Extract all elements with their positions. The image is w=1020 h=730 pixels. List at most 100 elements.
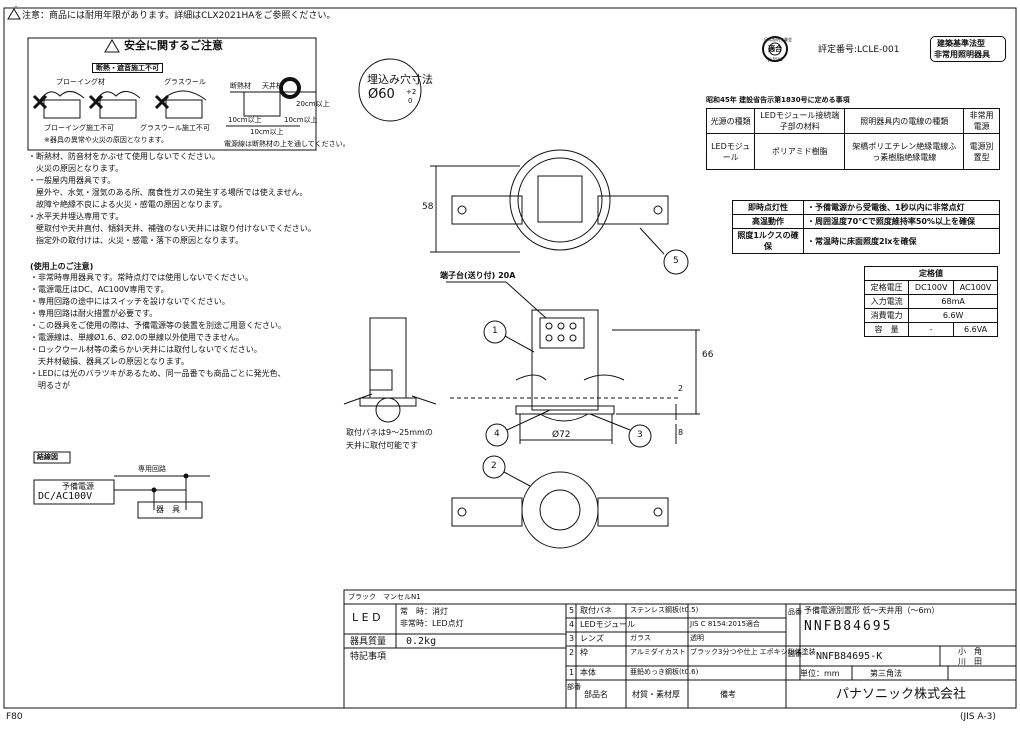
char-label-1: 高温動作	[732, 214, 804, 229]
drafter-2: 川 田	[958, 657, 982, 666]
callout-5: 5	[673, 256, 679, 266]
led-label: L E D	[352, 611, 381, 624]
rating-dc-3: -	[908, 322, 955, 337]
company-name: パナソニック株式会社	[836, 687, 967, 702]
top-view	[430, 149, 689, 275]
paper-size: (JIS A-3)	[960, 712, 996, 722]
characteristics-table: 即時点灯性・予備電源から受電後、1秒以内に非常点灯 高温動作・周囲温度70℃で照…	[732, 200, 1000, 254]
panel-note-2: 天井に取付可能です	[346, 441, 418, 450]
callout-2: 2	[491, 461, 497, 471]
safety-warning-line: 故障や絶縁不良による火災・感電の原因となります。	[28, 200, 227, 209]
char-label-0: 即時点灯性	[732, 200, 804, 215]
cert-badge: 建築基準法型 非常用照明器具	[930, 36, 1006, 62]
usage-note-line: ・電源線は、単線Ø1.6、Ø2.0の単線以外使用できません。	[30, 333, 244, 342]
notice-header-3: 非常用電源	[963, 108, 1000, 134]
safety-warning-line: ・水平天井埋込専用です。	[28, 212, 124, 221]
blowing-label: ブローイング材	[56, 78, 105, 86]
rating-label-3: 容 量	[863, 322, 910, 337]
seal-mid: 適合	[768, 45, 782, 53]
callout-4: 4	[494, 429, 500, 439]
glasswool-no: グラスウール施工不可	[140, 124, 210, 132]
safety-warning-line: 壁取付や天井直付、傾斜天井、補強のない天井には取り付けないでください。	[28, 224, 316, 233]
warning-icon	[7, 8, 21, 20]
usage-note-line: ・電源電圧はDC、AC100V専用です。	[30, 285, 169, 294]
product-no-label: 品番	[788, 608, 802, 616]
side-view	[446, 281, 700, 448]
rating-dc-0: DC100V	[908, 280, 955, 295]
wiring-title: 結線図	[37, 453, 58, 461]
safety-warning-line: 指定外の取付けは、火災・感電・落下の原因となります。	[28, 236, 243, 245]
notice-table: 光源の種類 LEDモジュール接続端子部の材料 照明器具内の電線の種類 非常用電源…	[705, 108, 1000, 170]
dim-20cm: 20cm以上	[296, 100, 330, 108]
parts-cell: 5	[569, 606, 575, 615]
parts-cell: 取付バネ	[580, 606, 612, 615]
parts-header-name: 部品名	[584, 690, 608, 699]
parts-cell: ガラス	[630, 634, 651, 642]
parts-cell: JIS C 8154:2015適合	[690, 620, 760, 628]
parts-cell: 1	[569, 668, 575, 677]
usage-note-line: ・専用回路は耐火措置が必要です。	[30, 309, 158, 318]
cert-number: 評定番号:LCLE-001	[818, 45, 900, 55]
ratings-title: 定格値	[864, 266, 998, 281]
safety-warning-line: ・一般屋内用器具です。	[28, 176, 116, 185]
rating-value-1: 68mA	[908, 294, 998, 309]
notice-caption: 昭和45年 建設省告示第1830号に定める事項	[706, 96, 850, 104]
parts-cell: 枠	[580, 648, 588, 657]
dedicated-circuit-label: 専用回路	[138, 465, 166, 473]
char-value-0: ・予備電源から受電後、1秒以内に非常点灯	[803, 200, 1000, 215]
title-block-grid	[343, 589, 1017, 709]
cutout-label: 埋込み穴寸法	[367, 73, 433, 86]
parts-cell: ステンレス鋼板(t0.5)	[630, 606, 699, 614]
wiring-diagram	[33, 451, 210, 519]
safety-title: 安全に関するご注意	[124, 39, 223, 52]
cutout-value: Ø60	[368, 87, 395, 102]
led-emergency: 非常時：LED点灯	[400, 619, 464, 628]
notice-cell-3: 電源別置型	[963, 133, 1000, 170]
notice-cell-1: ポリアミド樹脂	[754, 133, 846, 170]
drawing-no-label: 図番	[788, 650, 802, 658]
terminal-label: 端子台(送り付) 20A	[440, 271, 516, 280]
remarks-label: 特記事項	[350, 652, 387, 662]
parts-cell: LEDモジュール	[580, 620, 636, 629]
rating-label-1: 入力電流	[863, 294, 910, 309]
unit-label: 単位：mm	[800, 669, 840, 678]
dim-10cm-c: 10cm以上	[284, 116, 318, 124]
parts-cell: 2	[569, 648, 575, 657]
char-value-1: ・周囲温度70℃で照度維持率50%以上を確保	[803, 214, 1000, 229]
callout-1: 1	[492, 326, 498, 336]
char-value-2: ・常温時に床面照度2lxを確保	[803, 228, 1000, 254]
parts-cell: アルミダイカスト	[630, 648, 686, 656]
dim-66: 66	[702, 350, 714, 360]
bottom-view	[451, 455, 669, 549]
parts-cell: 4	[569, 620, 575, 629]
usage-note-line: ・LEDには光のバラツキがあるため、同一品番でも商品ごとに発光色、	[30, 369, 286, 378]
power-value: DC/AC100V	[38, 491, 93, 502]
cutout-tol-bottom: 0	[408, 97, 413, 105]
char-label-2: 照度1ルクスの確保	[732, 228, 804, 254]
drawing-number: NNFB84695-K	[816, 651, 883, 662]
panel-note-1: 取付パネは9～25mmの	[346, 428, 433, 437]
safety-warning-line: 屋外や、水気・湿気のある所、腐食性ガスの発生する場所では使えません。	[28, 188, 308, 197]
projection-label: 第三角法	[870, 669, 902, 678]
caution-icon	[104, 39, 120, 53]
rating-label-2: 消費電力	[863, 308, 910, 323]
rating-ac-3: 6.6VA	[953, 322, 998, 337]
callout-3: 3	[637, 430, 643, 440]
dim-2: 2	[678, 384, 684, 393]
fixture-label: 器 具	[156, 505, 180, 514]
parts-cell: 亜鉛めっき鋼板(t0.6)	[630, 668, 699, 676]
insul-mat-label: 断熱材	[230, 82, 251, 90]
product-desc: 予備電源別置形 低～天井用（～6m）	[804, 606, 940, 615]
led-normal: 常 時：消灯	[400, 607, 448, 616]
perspective-view	[343, 317, 437, 423]
cert-badge-line1: 建築基準法型	[937, 39, 985, 48]
notice-header-2: 照明器具内の電線の種類	[844, 108, 965, 134]
parts-cell: 本体	[580, 668, 596, 677]
notice-cell-2: 架橋ポリエチレン絶縁電線ふっ素樹脂絶縁電線	[844, 133, 965, 170]
usage-note-line: ・非常時専用器具です。常時点灯では使用しないでください。	[30, 273, 253, 282]
notice-cell-0: LEDモジュール	[705, 133, 756, 170]
usage-note-line: ・ロックウール材等の柔らかい天井には取付しないでください。	[30, 345, 262, 354]
seal-top: 日本照明工業会	[764, 37, 792, 42]
